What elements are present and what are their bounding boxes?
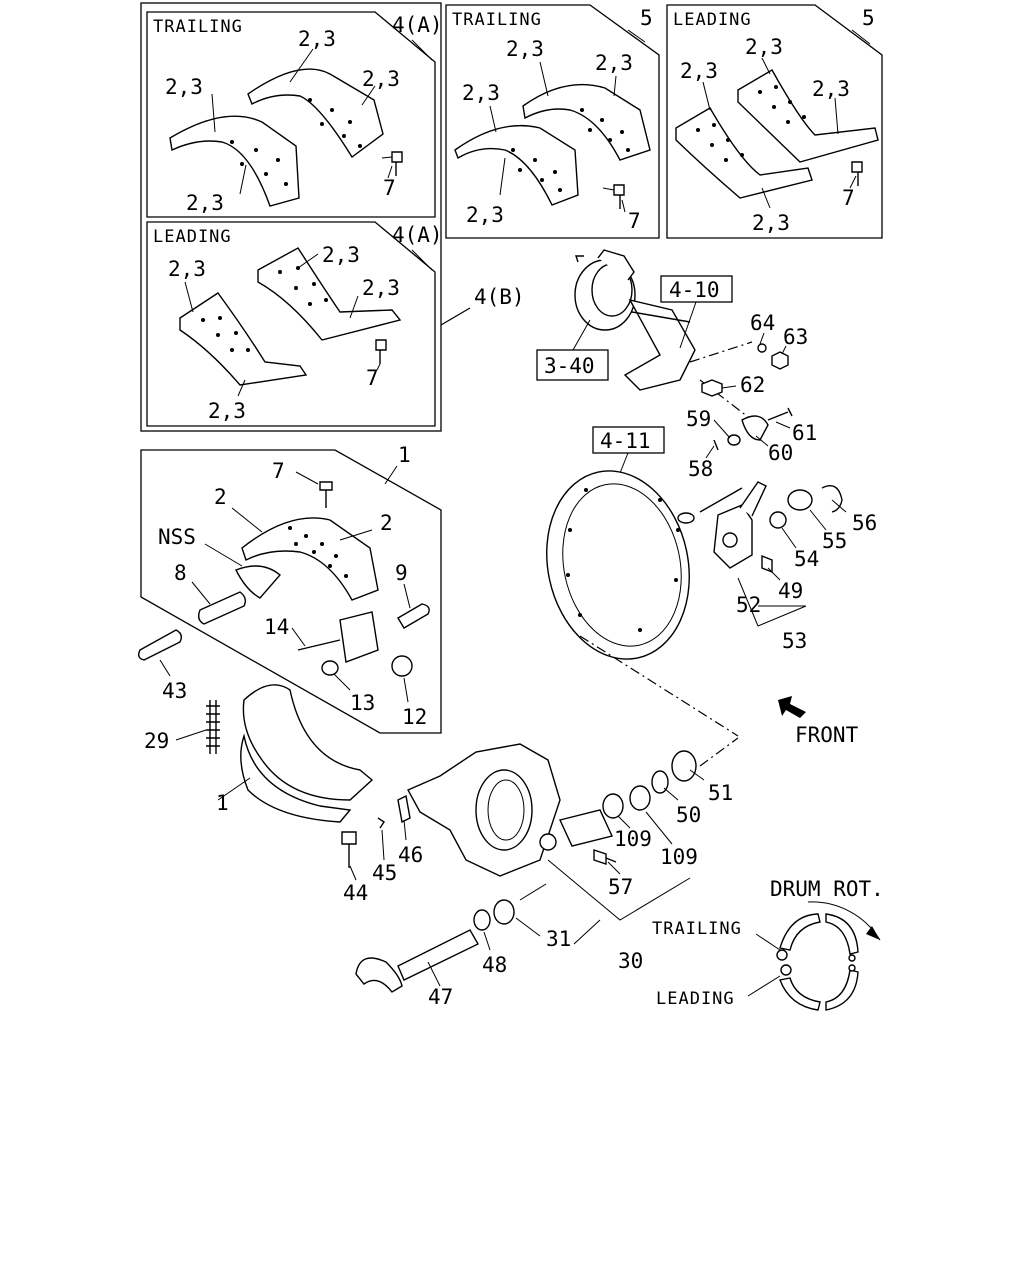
callout: 14 xyxy=(264,615,289,639)
linkage-small-parts: 64 63 62 59 61 60 58 xyxy=(686,311,817,481)
panel-trailing-5: TRAILING 5 2,3 2,3 2,3 2,3 7 xyxy=(445,4,660,239)
ref-box-3-40 xyxy=(536,349,609,381)
panel-header: TRAILING xyxy=(452,10,542,30)
front-label: FRONT xyxy=(795,723,859,747)
callout: 7 xyxy=(272,459,285,483)
panel-ref: 1 xyxy=(398,443,411,467)
callout: 45 xyxy=(372,861,397,885)
callout: 44 xyxy=(343,881,368,905)
callout: 61 xyxy=(792,421,817,445)
callout: 7 xyxy=(366,366,379,390)
callout: 58 xyxy=(688,457,713,481)
callout: 2,3 xyxy=(466,203,504,227)
callout: 2,3 xyxy=(462,81,500,105)
callout: 109 xyxy=(614,827,652,851)
callout: NSS xyxy=(158,525,196,549)
ref-box-4-10 xyxy=(660,275,733,303)
callout: 48 xyxy=(482,953,507,977)
callout: 7 xyxy=(383,176,396,200)
panel-header: TRAILING xyxy=(153,17,243,37)
callout: 7 xyxy=(628,209,641,233)
panel-header: LEADING xyxy=(153,227,232,247)
panel-trailing-4a: TRAILING 4(A) 2,3 2,3 2,3 2,3 7 xyxy=(146,11,443,218)
callout: 2,3 xyxy=(298,27,336,51)
rotation-leading: LEADING xyxy=(656,989,735,1009)
callout: 109 xyxy=(660,845,698,869)
slack-adjuster: 56 55 54 49 52 53 xyxy=(677,481,877,653)
drum-rotation-indicator: DRUM ROT. TRAILING LEADING xyxy=(652,877,884,1011)
ref-box-label: 4-10 xyxy=(669,278,720,302)
panel-shoe-assembly: 1 7 2 2 NSS 8 9 14 13 12 xyxy=(140,443,442,734)
callout: 64 xyxy=(750,311,775,335)
group-4b-label: 4(B) xyxy=(474,285,525,309)
ref-box-label: 3-40 xyxy=(544,354,595,378)
panel-ref: 4(A) xyxy=(392,223,443,247)
brake-chamber-assembly: 4-10 3-40 xyxy=(536,249,753,421)
callout: 2,3 xyxy=(165,75,203,99)
callout: 59 xyxy=(686,407,711,431)
callout: 12 xyxy=(402,705,427,729)
ref-box-4-11 xyxy=(592,426,665,454)
callout: 2,3 xyxy=(186,191,224,215)
callout: 54 xyxy=(794,547,819,571)
callout: 46 xyxy=(398,843,423,867)
dust-shield: 4-11 xyxy=(546,426,739,767)
panel-leading-5: LEADING 5 2,3 2,3 2,3 2,3 7 xyxy=(666,4,883,239)
callout: 8 xyxy=(174,561,187,585)
callout: 60 xyxy=(768,441,793,465)
callout: 2,3 xyxy=(506,37,544,61)
callout: 2,3 xyxy=(745,35,783,59)
callout: 2 xyxy=(214,485,227,509)
callout: 2,3 xyxy=(812,77,850,101)
callout: 2,3 xyxy=(680,59,718,83)
callout: 63 xyxy=(783,325,808,349)
callout: 2,3 xyxy=(322,243,360,267)
callout: 56 xyxy=(852,511,877,535)
panel-ref: 5 xyxy=(640,6,653,30)
callout: 53 xyxy=(782,629,807,653)
callout: 7 xyxy=(842,186,855,210)
ref-box-label: 4-11 xyxy=(600,429,651,453)
callout: 29 xyxy=(144,729,169,753)
callout: 52 xyxy=(736,593,761,617)
callout: 2,3 xyxy=(362,67,400,91)
rotation-trailing: TRAILING xyxy=(652,919,742,939)
group-4b-frame xyxy=(140,2,442,432)
callout: 43 xyxy=(162,679,187,703)
callout: 57 xyxy=(608,875,633,899)
callout: 9 xyxy=(395,561,408,585)
callout: 13 xyxy=(350,691,375,715)
callout: 51 xyxy=(708,781,733,805)
callout: 30 xyxy=(618,949,643,973)
callout: 62 xyxy=(740,373,765,397)
callout: 2,3 xyxy=(208,399,246,423)
callout: 1 xyxy=(216,791,229,815)
panel-leading-4a: LEADING 4(A) 2,3 2,3 2,3 2,3 7 xyxy=(146,221,443,427)
callout: 50 xyxy=(676,803,701,827)
callout: 55 xyxy=(822,529,847,553)
lower-assembly: 43 29 1 51 50 109 109 57 xyxy=(137,629,733,1009)
callout: 2,3 xyxy=(362,276,400,300)
panel-ref: 5 xyxy=(862,6,875,30)
callout: 2,3 xyxy=(752,211,790,235)
front-indicator: FRONT xyxy=(778,696,859,747)
callout: 49 xyxy=(778,579,803,603)
panel-header: LEADING xyxy=(673,10,752,30)
panel-ref: 4(A) xyxy=(392,13,443,37)
callout: 47 xyxy=(428,985,453,1009)
callout: 2,3 xyxy=(168,257,206,281)
callout: 2,3 xyxy=(595,51,633,75)
callout: 31 xyxy=(546,927,571,951)
callout: 2 xyxy=(380,511,393,535)
rotation-title: DRUM ROT. xyxy=(770,877,884,901)
